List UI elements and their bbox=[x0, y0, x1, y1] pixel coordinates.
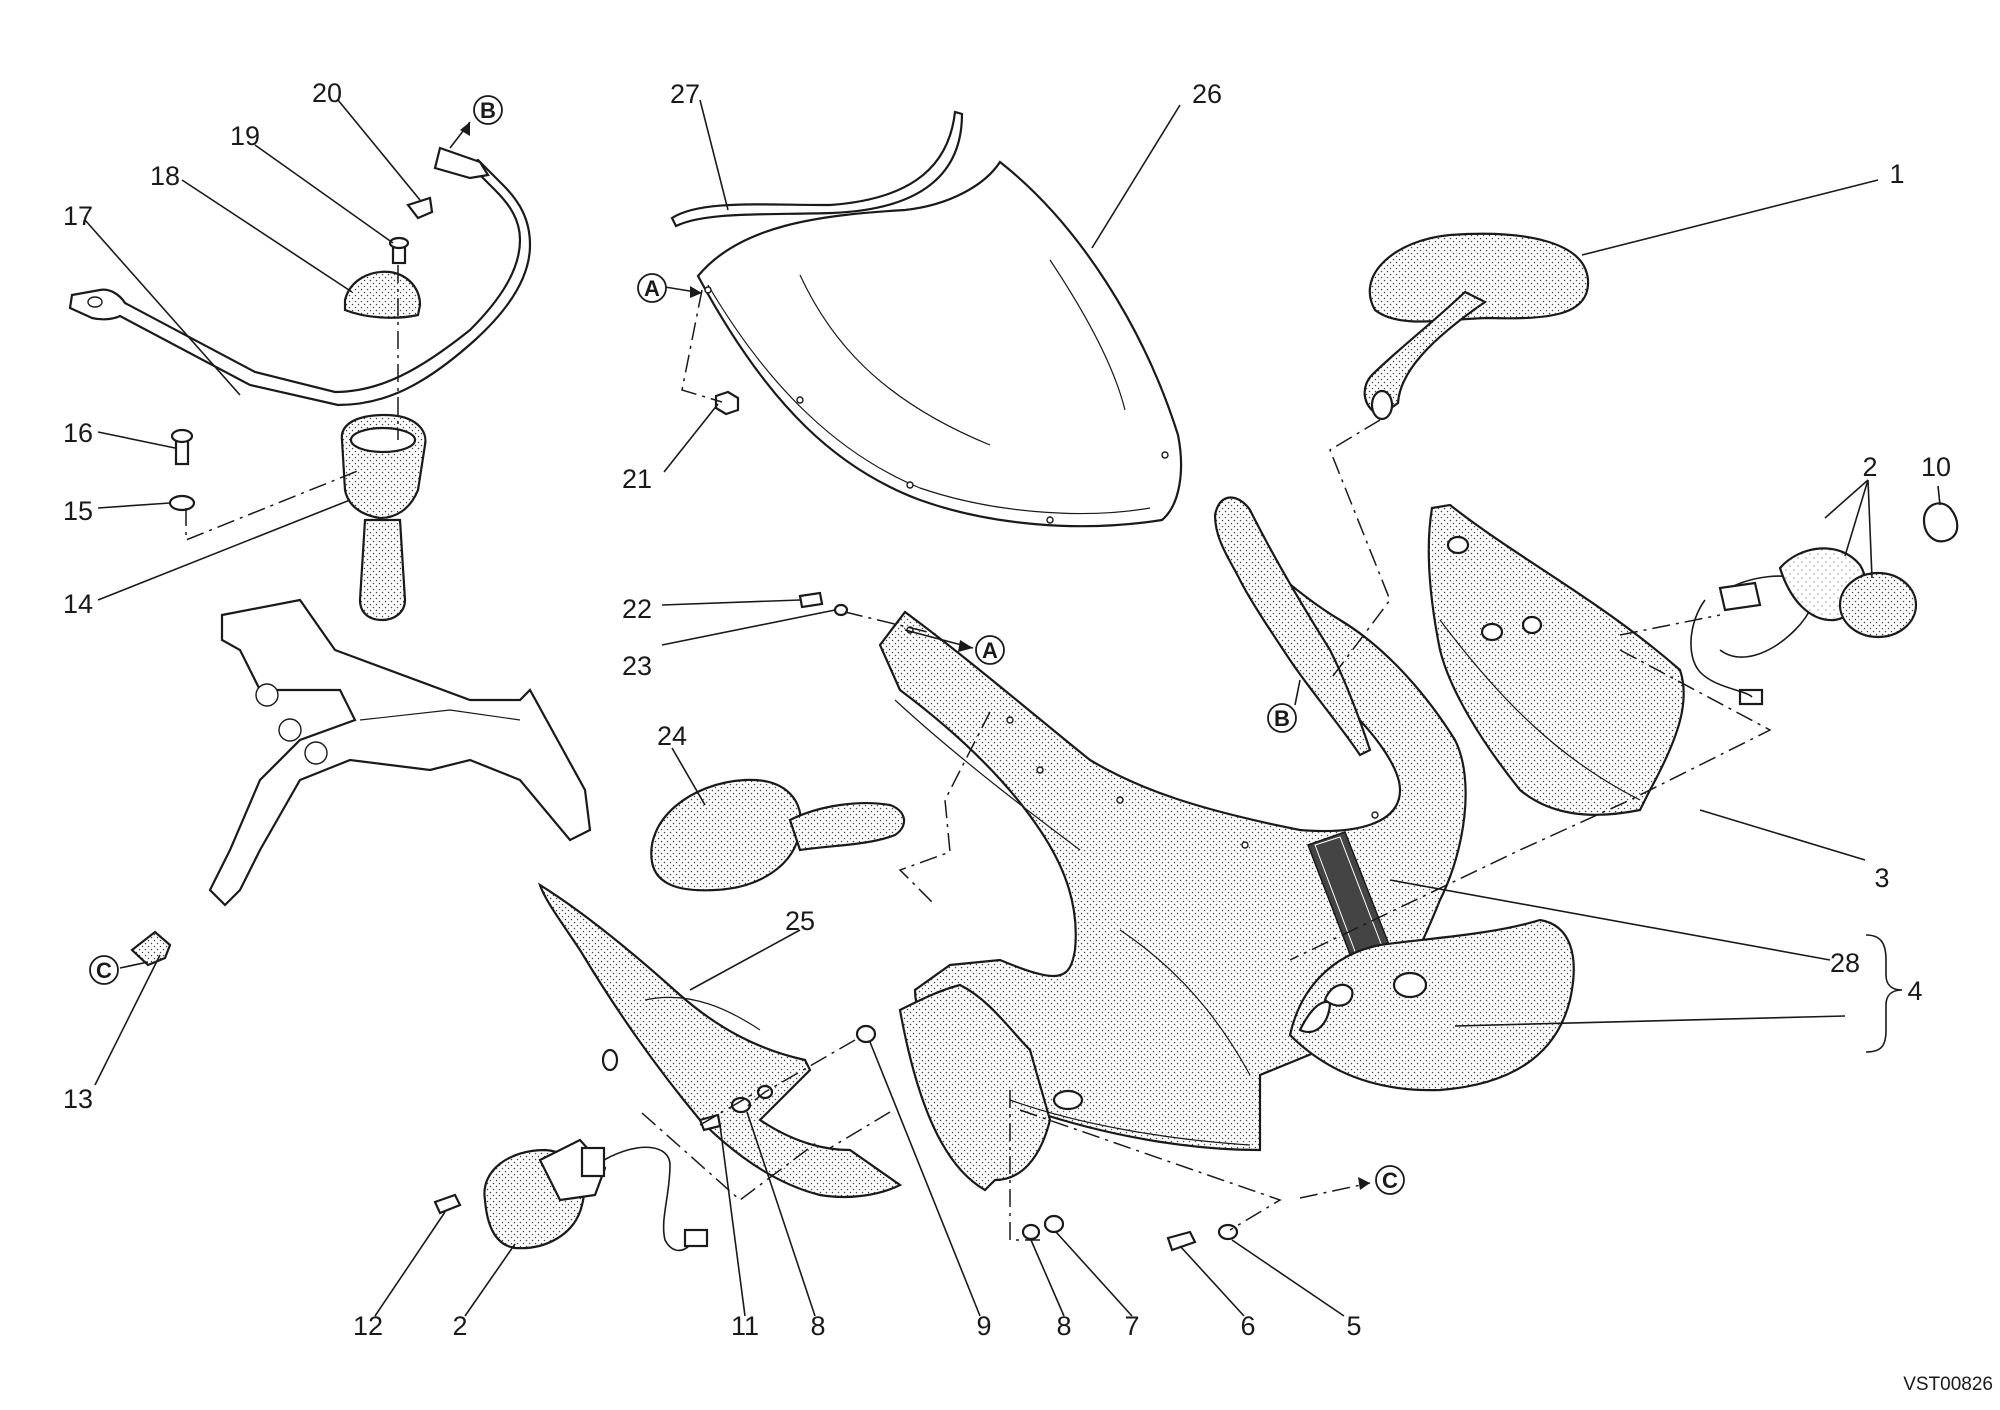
callout-19: 19 bbox=[230, 121, 260, 151]
front-lower-cowl-part bbox=[898, 983, 1251, 1192]
side-panel-part bbox=[1427, 503, 1685, 816]
hardware-22-bolt bbox=[798, 591, 824, 609]
callout-8-left: 8 bbox=[810, 1311, 825, 1341]
callout-7: 7 bbox=[1124, 1311, 1139, 1341]
callout-labels: 1 2 2 3 4 5 6 7 8 8 9 10 11 12 13 14 15 … bbox=[63, 78, 1951, 1341]
callout-9: 9 bbox=[976, 1311, 991, 1341]
leader-lines bbox=[84, 99, 1941, 1317]
callout-10: 10 bbox=[1921, 452, 1951, 482]
hardware-7-nut bbox=[1043, 1214, 1065, 1234]
callout-24: 24 bbox=[657, 721, 687, 751]
callout-1: 1 bbox=[1889, 159, 1904, 189]
connector-a-top: A bbox=[637, 273, 703, 303]
windscreen-part bbox=[696, 160, 1183, 528]
lower-side-panel-part bbox=[537, 882, 903, 1199]
callout-16: 16 bbox=[63, 418, 93, 448]
connector-b-mid: B bbox=[1267, 679, 1301, 733]
hardware-8-washer-b bbox=[1021, 1223, 1041, 1241]
seal-strip-part bbox=[670, 110, 964, 228]
left-mirror-part bbox=[650, 778, 906, 892]
callout-25: 25 bbox=[785, 906, 815, 936]
side-duct-panel-part bbox=[1288, 918, 1575, 1092]
callout-13: 13 bbox=[63, 1084, 93, 1114]
callout-6: 6 bbox=[1240, 1311, 1255, 1341]
callout-28: 28 bbox=[1830, 948, 1860, 978]
callout-12: 12 bbox=[353, 1311, 383, 1341]
group-brace-4 bbox=[1865, 934, 1903, 1053]
bolt-16-part bbox=[170, 428, 194, 466]
fairing-subframe-part bbox=[208, 598, 592, 907]
callout-15: 15 bbox=[63, 496, 93, 526]
connector-a-mid: A bbox=[904, 629, 1005, 665]
hardware-12-bolt bbox=[433, 1193, 462, 1215]
hardware-9-grommet bbox=[855, 1024, 877, 1044]
connector-c-left: C bbox=[89, 955, 149, 985]
washer-15-part bbox=[168, 494, 196, 512]
hardware-5-washer bbox=[1217, 1223, 1239, 1241]
callout-18: 18 bbox=[150, 161, 180, 191]
bolt-20-part bbox=[406, 196, 434, 220]
connector-b-top: B bbox=[449, 95, 503, 149]
connector-c-right-label: C bbox=[1382, 1168, 1398, 1193]
callout-8-right: 8 bbox=[1056, 1311, 1071, 1341]
callout-2-right: 2 bbox=[1862, 452, 1877, 482]
callout-5: 5 bbox=[1346, 1311, 1361, 1341]
bulb-part bbox=[1922, 502, 1959, 543]
connector-c-left-label: C bbox=[96, 958, 112, 983]
callout-17: 17 bbox=[63, 201, 93, 231]
connector-a-top-label: A bbox=[644, 276, 660, 301]
callout-4: 4 bbox=[1907, 976, 1922, 1006]
bolt-19-part bbox=[388, 236, 410, 265]
callout-3: 3 bbox=[1874, 863, 1889, 893]
assembly-lines bbox=[185, 265, 1772, 1241]
callout-20: 20 bbox=[312, 78, 342, 108]
connector-c-right: C bbox=[1358, 1165, 1405, 1195]
callout-14: 14 bbox=[63, 589, 93, 619]
callout-27: 27 bbox=[670, 79, 700, 109]
callout-11: 11 bbox=[731, 1311, 759, 1341]
turn-signal-right-part bbox=[1690, 547, 1918, 706]
callout-23: 23 bbox=[622, 651, 652, 681]
callout-2-left: 2 bbox=[452, 1311, 467, 1341]
clamp-top-part bbox=[343, 270, 422, 319]
turn-signal-left-part bbox=[483, 1138, 709, 1252]
connector-a-mid-label: A bbox=[982, 638, 998, 663]
right-mirror-part bbox=[1363, 232, 1590, 421]
connector-b-mid-label: B bbox=[1274, 706, 1290, 731]
hardware-23-washer bbox=[833, 603, 849, 617]
reference-code: VST00826 bbox=[1903, 1374, 1993, 1395]
callout-22: 22 bbox=[622, 594, 652, 624]
brace-bar-part bbox=[68, 146, 532, 407]
hardware-6-bolt bbox=[1166, 1230, 1197, 1252]
connector-b-top-label: B bbox=[480, 98, 496, 123]
mount-part bbox=[340, 413, 427, 622]
windscreen-nut-part bbox=[714, 390, 740, 416]
clip-13-part bbox=[130, 930, 172, 967]
callout-26: 26 bbox=[1192, 79, 1222, 109]
callout-21: 21 bbox=[622, 464, 652, 494]
